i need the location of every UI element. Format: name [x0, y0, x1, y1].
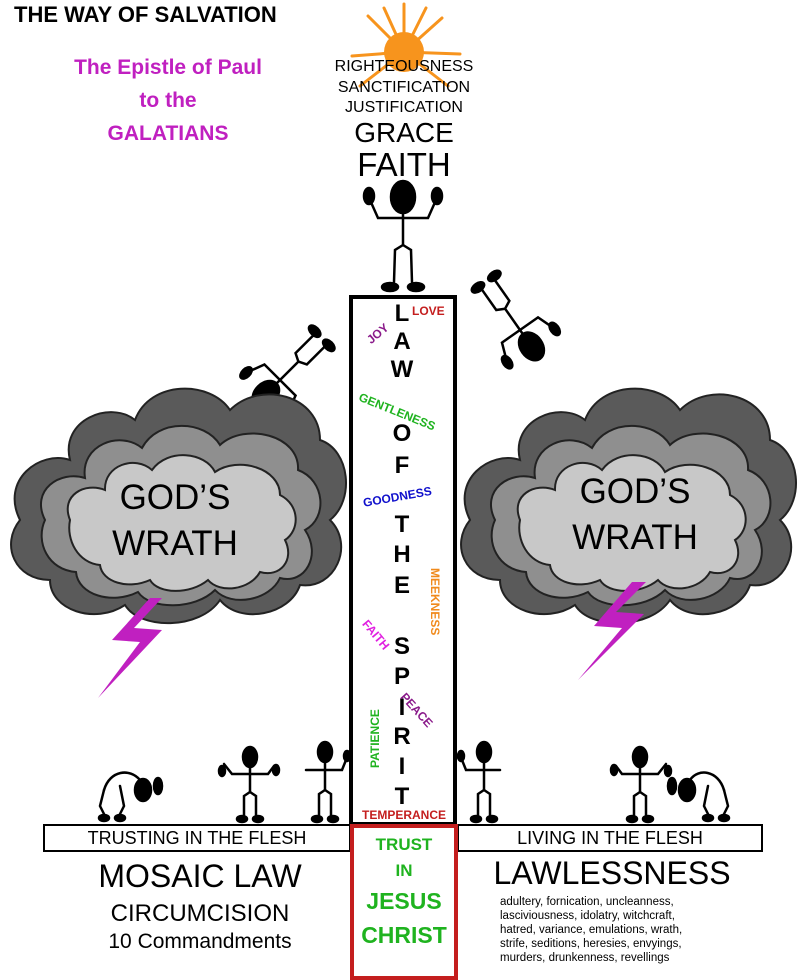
in-label: IN [395, 861, 413, 880]
faith-label: FAITH [357, 146, 451, 183]
ten-commandments-label: 10 Commandments [108, 930, 292, 953]
right-cloud-line-2: WRATH [572, 518, 698, 557]
right-cloud-line-1: GOD’S [579, 472, 691, 511]
works-line-3: hatred, variance, emulations, wrath, [500, 924, 683, 936]
fruit-patience: PATIENCE [368, 709, 382, 768]
pillar-letter-s: S [393, 633, 410, 660]
fruit-temperance: TEMPERANCE [361, 808, 446, 822]
pillar-letter-w: W [390, 356, 414, 383]
falling-figure-right [470, 269, 562, 370]
trust-label: TRUST [375, 835, 433, 854]
pillar-letter-r: R [393, 723, 411, 750]
stick-figure-right-1 [456, 740, 502, 824]
pillar-letter-f: F [394, 452, 410, 479]
stick-figure-right-2 [609, 745, 673, 824]
christ-label: CHRIST [361, 922, 447, 948]
stick-figure-left-2 [217, 745, 281, 824]
right-banner-label: LIVING IN THE FLESH [517, 828, 703, 848]
epistle-line-1: The Epistle of Paul [74, 56, 262, 79]
bowing-figure-left-1 [97, 771, 164, 823]
fruit-meekness: MEEKNESS [428, 568, 442, 636]
works-line-2: lasciviousness, idolatry, witchcraft, [500, 910, 675, 922]
fruit-love: LOVE [412, 304, 445, 318]
mosaic-law-label: MOSAIC LAW [98, 858, 302, 894]
left-wrath-cloud-icon [10, 387, 347, 625]
left-banner-label: TRUSTING IN THE FLESH [87, 828, 307, 848]
sanctification-label: SANCTIFICATION [337, 79, 471, 96]
center-base-box [350, 824, 458, 980]
circumcision-label: CIRCUMCISION [110, 900, 290, 927]
lawlessness-label: LAWLESSNESS [493, 855, 731, 891]
pillar-letter-t-2: T [394, 783, 410, 810]
left-cloud-line-1: GOD’S [119, 478, 231, 517]
pillar-letter-l: L [394, 300, 410, 327]
pillar-letter-h: H [393, 541, 411, 568]
jesus-label: JESUS [366, 888, 442, 914]
page-title: THE WAY OF SALVATION [14, 2, 277, 27]
righteousness-label: RIGHTEOUSNESS [334, 58, 474, 75]
pillar-letter-a: A [393, 328, 411, 355]
bowing-figure-right-3 [666, 771, 731, 823]
epistle-line-3: GALATIANS [107, 122, 229, 145]
justification-label: JUSTIFICATION [345, 99, 463, 116]
works-line-4: strife, seditions, heresies, envyings, [500, 938, 682, 950]
stick-figure-left-3 [304, 740, 352, 824]
epistle-line-2: to the [139, 89, 197, 112]
pillar-letter-e: E [393, 572, 410, 599]
stick-figure-top [362, 179, 444, 293]
grace-label: GRACE [354, 117, 454, 148]
works-line-1: adultery, fornication, uncleanness, [500, 896, 674, 908]
right-wrath-cloud-icon [460, 387, 797, 625]
pillar-letter-i-1: I [398, 694, 406, 721]
pillar-letter-o: O [392, 420, 412, 447]
pillar-letter-p: P [393, 663, 410, 690]
pillar-letter-t: T [394, 511, 410, 538]
left-banner-box [43, 824, 351, 852]
sun-icon [350, 2, 462, 88]
works-line-5: murders, drunkenness, revellings [500, 952, 670, 964]
pillar-letter-i-2: I [398, 753, 406, 780]
left-cloud-line-2: WRATH [112, 524, 238, 563]
